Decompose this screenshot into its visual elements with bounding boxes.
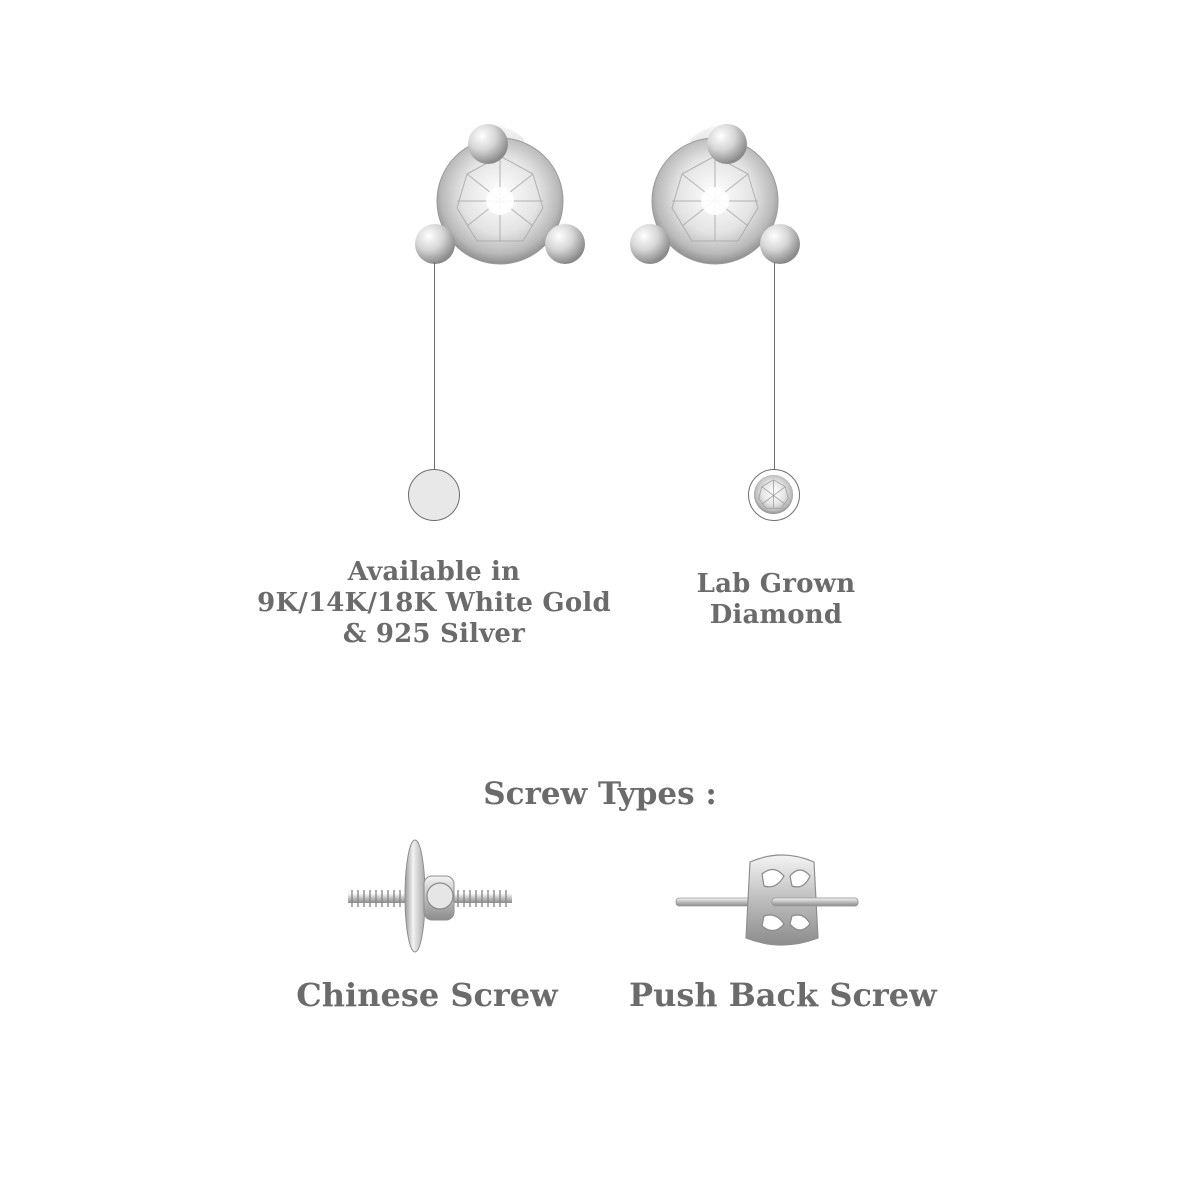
stone-caption-line2: Diamond [709, 600, 843, 630]
metal-caption-line3: & 925 Silver [342, 619, 526, 649]
push-back-screw-label: Push Back Screw [629, 976, 937, 1014]
metal-swatch [408, 469, 460, 521]
diamond-swatch [748, 469, 800, 521]
metal-caption-line1: Available in [347, 557, 521, 587]
metal-leader-line [434, 262, 435, 470]
stone-caption: Lab Grown Diamond [626, 569, 926, 631]
chinese-screw-label: Chinese Screw [296, 976, 558, 1014]
stone-leader-line [774, 262, 775, 470]
diamond-swatch-icon [753, 474, 794, 515]
stone-caption-line1: Lab Grown [696, 569, 856, 599]
left-stud-earring-icon [415, 124, 585, 265]
metal-caption-line2: 9K/14K/18K White Gold [257, 588, 611, 618]
chinese-screw-icon [348, 839, 512, 953]
screw-types-heading: Screw Types : [483, 776, 717, 812]
right-stud-earring-icon [630, 124, 800, 265]
metal-caption: Available in 9K/14K/18K White Gold & 925… [234, 557, 634, 650]
push-back-screw-icon [675, 854, 859, 946]
